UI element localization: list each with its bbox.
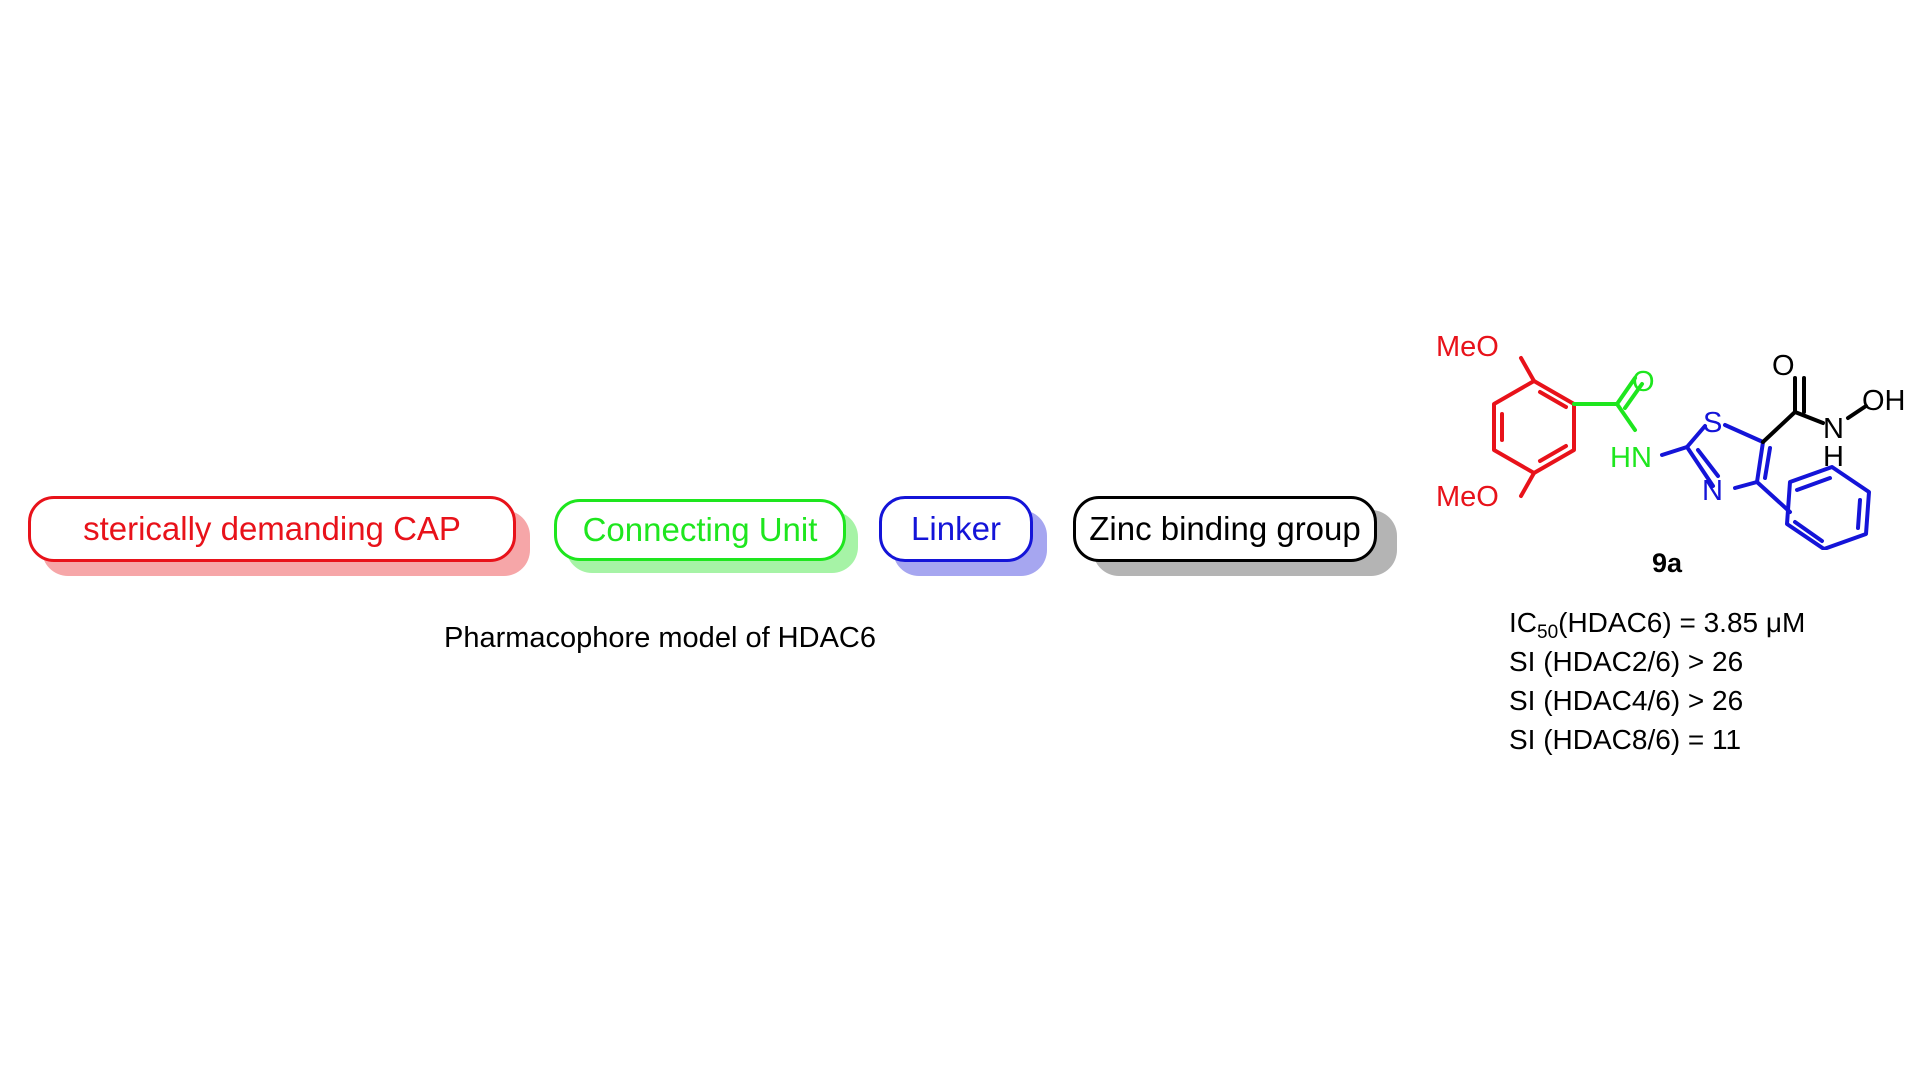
dimethoxyphenyl-ring [1492, 356, 1576, 498]
atom-hn: HN [1610, 442, 1652, 474]
conn-label: Connecting Unit [582, 511, 818, 548]
ic50-subscript: 50 [1537, 622, 1559, 643]
conn-box: Connecting Unit [554, 499, 846, 561]
amide-connector [1572, 376, 1644, 432]
atom-ome-bottom: MeO [1436, 481, 1499, 513]
ic50-value: (HDAC6) = 3.85 μM [1558, 607, 1806, 638]
si-hdac4-line: SI (HDAC4/6) > 26 [1509, 685, 1744, 716]
compound-properties: IC50(HDAC6) = 3.85 μM SI (HDAC2/6) > 26 … [1509, 603, 1805, 759]
thiazole-linker [1660, 423, 1871, 550]
zinc-label: Zinc binding group [1089, 510, 1361, 547]
atom-zbg-o: O [1772, 350, 1795, 382]
hydroxamic-acid-group [1761, 376, 1868, 444]
atom-amide-o: O [1632, 366, 1655, 398]
atom-zbg-oh: OH [1862, 385, 1906, 417]
atom-zbg-n: N [1823, 413, 1844, 445]
atom-n-ring: N [1702, 475, 1723, 507]
ic50-line: IC50(HDAC6) = 3.85 μM [1509, 603, 1805, 642]
si-hdac8-line: SI (HDAC8/6) = 11 [1509, 724, 1742, 755]
atom-zbg-h: H [1823, 441, 1844, 473]
pharmacophore-caption: Pharmacophore model of HDAC6 [444, 622, 876, 654]
link-box: Linker [879, 496, 1033, 562]
compound-label: 9a [1652, 548, 1683, 578]
zinc-box: Zinc binding group [1073, 496, 1377, 562]
compound-structure: MeO MeO O HN S N O N H OH [1436, 331, 1906, 550]
ic50-prefix: IC [1509, 607, 1537, 638]
atom-s: S [1703, 407, 1722, 439]
cap-label: sterically demanding CAP [83, 510, 461, 547]
link-label: Linker [911, 510, 1001, 547]
atom-ome-top: MeO [1436, 331, 1499, 363]
si-hdac2-line: SI (HDAC2/6) > 26 [1509, 646, 1744, 677]
cap-box: sterically demanding CAP [28, 496, 516, 562]
